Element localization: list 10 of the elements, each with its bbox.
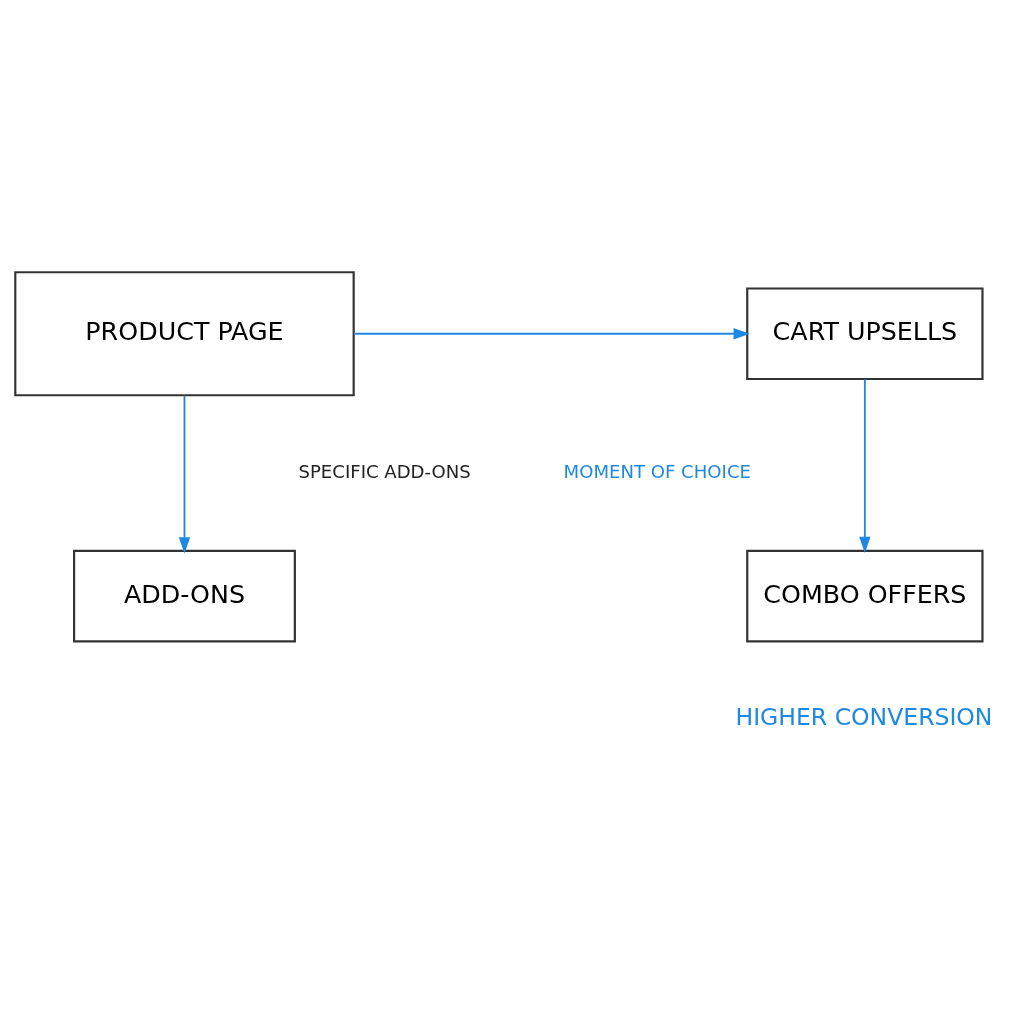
- arrow: [859, 378, 871, 553]
- node-box: COMBO OFFERS: [746, 549, 984, 643]
- node-label: HIGHER CONVERSION: [735, 703, 993, 732]
- node-box: ADD-ONS: [73, 549, 296, 643]
- node-box: PRODUCT PAGE: [14, 271, 355, 397]
- arrow: [178, 394, 191, 554]
- label: MOMENT OF CHOICE: [563, 460, 751, 482]
- arrow: [353, 328, 750, 340]
- label: SPECIFIC ADD-ONS: [298, 460, 471, 482]
- node-box: CART UPSELLS: [746, 287, 984, 381]
